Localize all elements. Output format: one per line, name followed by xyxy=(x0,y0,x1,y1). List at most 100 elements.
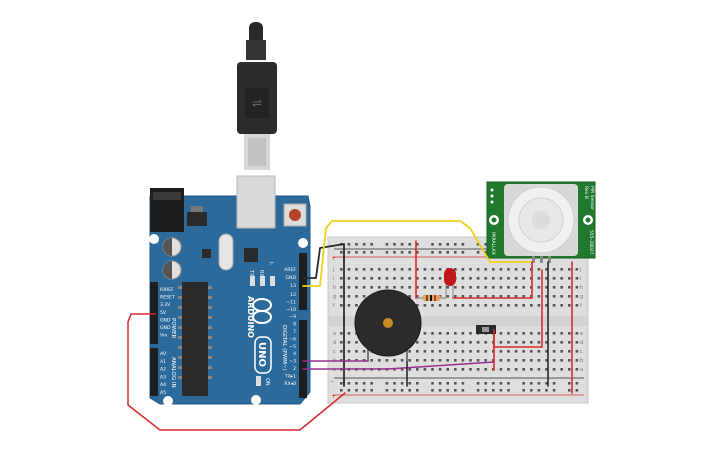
breadboard-hole xyxy=(461,382,465,385)
breadboard-hole xyxy=(446,350,449,353)
breadboard-hole xyxy=(431,286,434,289)
breadboard-hole xyxy=(469,304,472,307)
breadboard-hole xyxy=(416,268,419,271)
breadboard-hole xyxy=(416,382,419,385)
breadboard-hole xyxy=(499,341,503,344)
breadboard-hole xyxy=(370,359,373,362)
breadboard-hole xyxy=(355,243,358,246)
breadboard-hole xyxy=(454,295,457,298)
breadboard-hole xyxy=(423,286,427,289)
red-led xyxy=(444,268,456,298)
breadboard-hole xyxy=(370,243,373,246)
breadboard-hole xyxy=(545,350,548,353)
breadboard-hole xyxy=(499,368,503,371)
breadboard-hole xyxy=(408,382,411,385)
rail-plus-bottom: + xyxy=(331,393,336,400)
breadboard-hole xyxy=(340,341,343,344)
slide-switch[interactable] xyxy=(476,325,496,334)
analog-header xyxy=(150,348,158,396)
breadboard-hole xyxy=(400,277,404,280)
breadboard-hole xyxy=(431,268,434,271)
breadboard-hole xyxy=(438,304,442,307)
breadboard-hole xyxy=(545,341,548,344)
breadboard-hole xyxy=(514,368,518,371)
breadboard-hole xyxy=(446,332,449,335)
breadboard-hole xyxy=(362,382,366,385)
breadboard-hole xyxy=(400,389,404,392)
breadboard-hole xyxy=(507,295,510,298)
pin-label: 7 xyxy=(293,329,296,335)
breadboard-hole xyxy=(568,332,571,335)
breadboard-hole xyxy=(552,389,556,392)
breadboard-hole xyxy=(552,382,556,385)
pin-label: GND xyxy=(285,275,296,281)
breadboard-hole xyxy=(499,304,503,307)
svg-text:⇌: ⇌ xyxy=(252,96,262,110)
breadboard-hole xyxy=(340,304,343,307)
breadboard-hole xyxy=(484,389,487,392)
breadboard-hole xyxy=(340,251,343,254)
breadboard-hole xyxy=(340,295,343,298)
breadboard-hole xyxy=(545,332,548,335)
analog-pin-label: A0 xyxy=(160,351,166,357)
breadboard-hole xyxy=(416,359,419,362)
pin-label: AREF xyxy=(284,267,296,273)
breadboard-hole xyxy=(378,268,381,271)
breadboard-hole xyxy=(568,350,571,353)
breadboard-hole xyxy=(568,304,571,307)
breadboard-hole xyxy=(575,341,579,344)
breadboard-hole xyxy=(575,304,579,307)
breadboard-hole xyxy=(347,332,351,335)
breadboard-hole xyxy=(340,268,343,271)
breadboard-hole xyxy=(476,243,480,246)
breadboard-hole xyxy=(355,286,358,289)
breadboard-hole xyxy=(370,389,373,392)
led-label-rx: RX xyxy=(258,270,264,277)
breadboard-hole xyxy=(552,341,556,344)
breadboard-hole xyxy=(507,277,510,280)
breadboard-hole xyxy=(438,277,442,280)
breadboard-hole xyxy=(438,251,442,254)
pir-title: PIR Sensor xyxy=(589,186,595,210)
breadboard-hole xyxy=(522,304,525,307)
breadboard-hole xyxy=(340,286,343,289)
breadboard-hole xyxy=(575,359,579,362)
power-pin-label: RESET xyxy=(160,295,175,301)
breadboard-hole xyxy=(469,359,472,362)
breadboard-hole xyxy=(499,350,503,353)
row-letter: g xyxy=(333,294,336,300)
piezo-buzzer xyxy=(354,289,422,362)
breadboard-hole xyxy=(454,304,457,307)
breadboard-hole xyxy=(476,295,480,298)
breadboard-hole xyxy=(545,389,548,392)
breadboard-hole xyxy=(454,286,457,289)
breadboard-hole xyxy=(537,268,541,271)
breadboard-hole xyxy=(347,389,351,392)
breadboard-hole xyxy=(416,251,419,254)
breadboard-hole xyxy=(514,359,518,362)
breadboard-hole xyxy=(461,359,465,362)
pin-label: 13 xyxy=(290,283,296,289)
row-letter: c xyxy=(333,349,336,355)
breadboard-hole xyxy=(347,382,351,385)
breadboard-hole xyxy=(461,268,465,271)
breadboard-hole xyxy=(461,341,465,344)
breadboard-hole xyxy=(499,286,503,289)
breadboard-hole xyxy=(408,359,411,362)
breadboard-hole xyxy=(446,359,449,362)
pin-label: ~3 xyxy=(289,359,296,365)
breadboard-hole xyxy=(347,350,351,353)
power-pin-label: 5V xyxy=(160,310,167,316)
breadboard-hole xyxy=(431,277,434,280)
breadboard-hole xyxy=(438,341,442,344)
pin-label: ~10 xyxy=(286,307,296,313)
breadboard-hole xyxy=(545,359,548,362)
breadboard-hole xyxy=(560,268,563,271)
row-letter: a xyxy=(580,367,583,373)
breadboard-hole xyxy=(370,286,373,289)
breadboard-hole xyxy=(469,341,472,344)
breadboard-hole xyxy=(568,268,571,271)
arduino-logo: ARDUINO UNO xyxy=(246,296,272,374)
breadboard-hole xyxy=(362,295,366,298)
